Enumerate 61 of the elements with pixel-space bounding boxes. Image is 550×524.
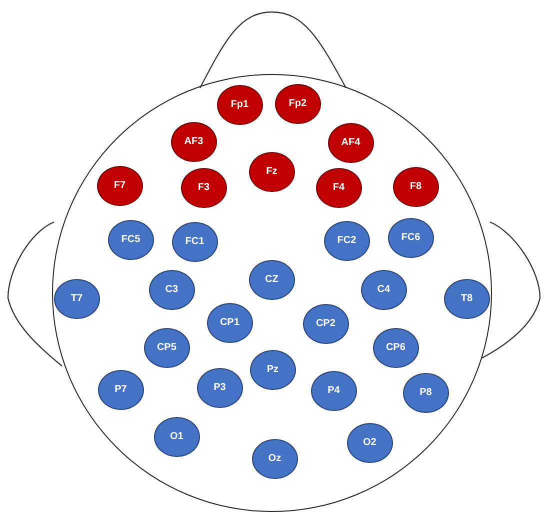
electrode-label: AF3 bbox=[184, 136, 204, 148]
electrode-circle bbox=[96, 166, 143, 206]
electrode-circle bbox=[444, 278, 490, 319]
electrode-circle bbox=[54, 278, 100, 319]
electrode-circle bbox=[392, 166, 439, 207]
electrode-circle bbox=[274, 84, 321, 124]
electrode-label: O2 bbox=[363, 437, 376, 448]
electrode-circle bbox=[252, 438, 298, 479]
electrode-label: CZ bbox=[265, 274, 278, 286]
electrode-circle bbox=[154, 416, 200, 457]
electrode-label: P4 bbox=[328, 385, 340, 396]
electrode-circle bbox=[346, 422, 393, 463]
electrode-circle bbox=[248, 260, 295, 300]
electrode-label: P8 bbox=[420, 387, 432, 398]
electrode-label: AF4 bbox=[341, 137, 360, 148]
electrode-label: Fp1 bbox=[230, 99, 249, 110]
electrode-label: C4 bbox=[377, 284, 390, 296]
electrode-label: CP2 bbox=[316, 318, 336, 330]
electrode-label: F8 bbox=[410, 181, 422, 192]
electrode-circle bbox=[148, 270, 195, 310]
electrode-label: Oz bbox=[268, 453, 282, 464]
head-outline bbox=[52, 74, 492, 512]
electrode-label: Fp2 bbox=[288, 98, 307, 110]
electrode-label: FC5 bbox=[121, 234, 140, 246]
electrode-circle bbox=[372, 328, 419, 368]
electrode-label: Pz bbox=[266, 364, 279, 376]
electrode-circle bbox=[216, 84, 263, 125]
electrode-circle bbox=[144, 328, 190, 368]
electrode-label: CP6 bbox=[386, 342, 406, 354]
electrode-label: Fz bbox=[266, 166, 278, 178]
electrode-circle bbox=[324, 220, 370, 261]
electrode-circle bbox=[248, 152, 295, 192]
electrode-label: CP1 bbox=[220, 317, 240, 328]
electrode-label: FC6 bbox=[401, 232, 420, 244]
electrode-circle bbox=[108, 220, 154, 260]
electrode-circle bbox=[206, 302, 253, 343]
electrode-label: P3 bbox=[214, 382, 226, 394]
electrode-circle bbox=[196, 368, 243, 408]
electrode-circle bbox=[316, 168, 362, 208]
electrode-circle bbox=[360, 270, 407, 310]
electrode-circle bbox=[250, 350, 296, 390]
electrode-circle bbox=[310, 370, 357, 411]
electrode-label: C3 bbox=[165, 284, 178, 296]
electrode-label: T7 bbox=[70, 293, 83, 304]
electrode-circle bbox=[402, 372, 449, 413]
electrode-circle bbox=[180, 168, 227, 208]
electrode-circle bbox=[388, 218, 434, 258]
electrode-circle bbox=[172, 222, 218, 262]
electrode-label: FC2 bbox=[337, 235, 356, 246]
electrode-circle bbox=[328, 122, 374, 163]
electrode-label: O1 bbox=[170, 431, 184, 442]
electrode-label: P7 bbox=[114, 384, 127, 396]
electrode-circle bbox=[98, 370, 144, 410]
electrode-label: CP5 bbox=[156, 342, 176, 354]
electrode-label: F7 bbox=[114, 180, 126, 192]
electrode-label: F3 bbox=[198, 182, 210, 194]
electrode-label: F4 bbox=[332, 182, 345, 194]
electrode-label: FC1 bbox=[185, 236, 204, 248]
electrode-label: T8 bbox=[460, 293, 473, 304]
electrode-circle bbox=[302, 304, 349, 344]
electrode-circle bbox=[170, 122, 217, 162]
